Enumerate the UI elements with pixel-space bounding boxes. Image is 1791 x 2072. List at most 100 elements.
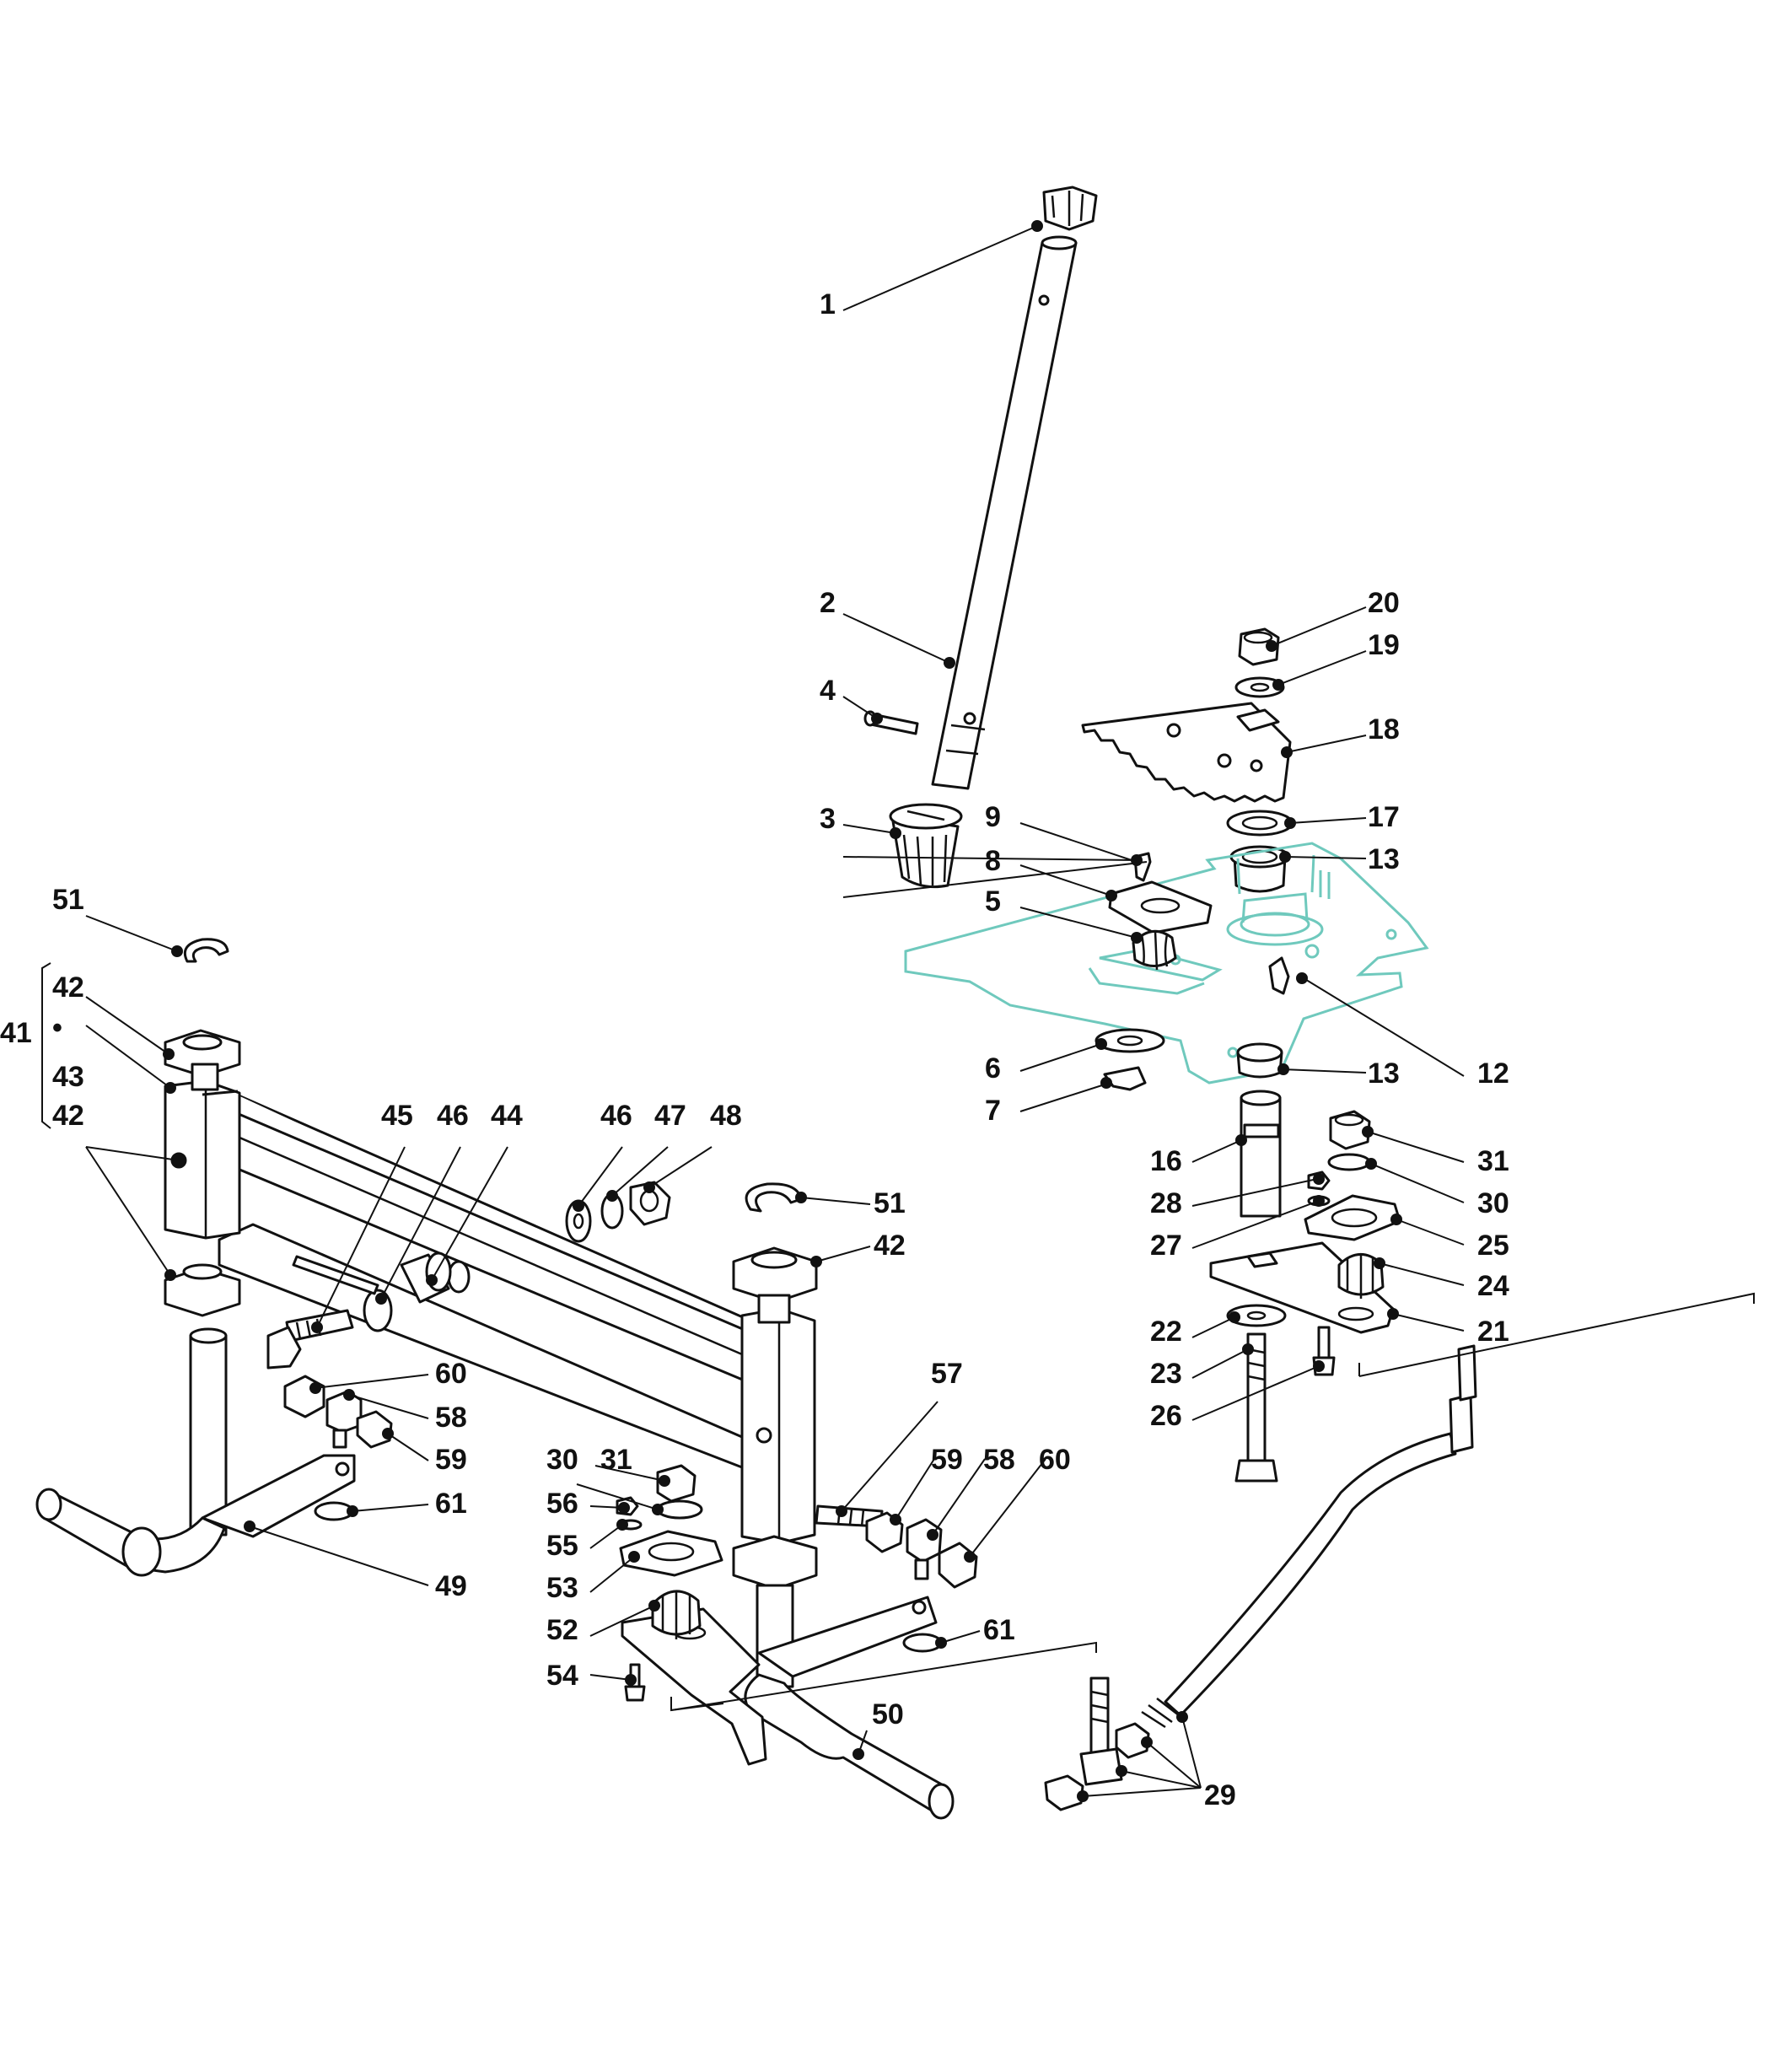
leader-lines — [85, 220, 1465, 1802]
nut-60-left — [283, 1375, 325, 1418]
label-41-bullet: • — [52, 1012, 62, 1044]
label-20: 20 — [1368, 587, 1400, 619]
nut-48 — [629, 1181, 671, 1226]
label-29: 29 — [1204, 1779, 1236, 1811]
plate-8 — [1108, 880, 1213, 934]
linkage-lower-right-group — [1209, 1110, 1401, 1483]
spindle-50 — [744, 1673, 949, 1815]
label-23: 23 — [1150, 1358, 1182, 1390]
sector-gear-group — [1081, 627, 1294, 893]
label-42-bottom-left: 42 — [52, 1100, 84, 1132]
label-21: 21 — [1477, 1316, 1509, 1348]
linkage-upper-group — [1094, 852, 1290, 1218]
label-30-right: 30 — [1477, 1187, 1509, 1219]
label-52: 52 — [546, 1614, 578, 1646]
label-57: 57 — [931, 1358, 963, 1390]
label-2: 2 — [820, 587, 836, 619]
label-16: 16 — [1150, 1145, 1182, 1177]
label-13-upper: 13 — [1368, 843, 1400, 875]
bush-cap-42-top-right — [732, 1246, 818, 1324]
label-1: 1 — [820, 288, 836, 320]
washer-30-left — [656, 1499, 703, 1520]
label-6: 6 — [985, 1052, 1001, 1084]
spindle-49 — [42, 1491, 226, 1574]
nut-60-right — [938, 1542, 978, 1589]
label-58-left: 58 — [435, 1402, 467, 1434]
steering-column-group — [863, 186, 1098, 889]
label-47: 47 — [654, 1100, 686, 1132]
nut-31-left — [656, 1464, 696, 1503]
ball-joint-58-left — [325, 1390, 363, 1449]
label-46-left: 46 — [437, 1100, 469, 1132]
ball-joint-52 — [651, 1590, 702, 1639]
bolt-45 — [266, 1309, 354, 1370]
steering-pinion — [889, 803, 963, 889]
nut-31-right — [1329, 1110, 1371, 1150]
label-13-lower: 13 — [1368, 1058, 1400, 1090]
label-54: 54 — [546, 1660, 578, 1692]
label-30-left: 30 — [546, 1444, 578, 1476]
label-59-right: 59 — [931, 1444, 963, 1476]
steering-shaft — [931, 241, 1078, 790]
pivot-pin-16 — [1240, 1090, 1282, 1218]
label-31-left: 31 — [600, 1444, 632, 1476]
bushing-13-lower — [1236, 1042, 1283, 1079]
steering-sector — [1081, 702, 1292, 803]
left-stub-axle — [35, 1327, 393, 1577]
label-5: 5 — [985, 885, 1001, 918]
label-19: 19 — [1368, 629, 1400, 661]
bush-cap-42-bottom-right — [732, 1535, 818, 1590]
washer-17 — [1226, 810, 1294, 837]
washer-30-right — [1327, 1153, 1371, 1171]
ball-joint-5 — [1132, 929, 1177, 971]
label-42-top-right: 42 — [874, 1230, 906, 1262]
washer-6 — [1094, 1028, 1165, 1053]
label-17: 17 — [1368, 801, 1400, 833]
label-51-right: 51 — [874, 1187, 906, 1219]
bush-cap-42-top-left — [164, 1029, 241, 1091]
label-42-top-left: 42 — [52, 971, 84, 1004]
label-22: 22 — [1150, 1316, 1182, 1348]
bushing-13-upper — [1229, 845, 1290, 893]
label-28: 28 — [1150, 1187, 1182, 1219]
label-12: 12 — [1477, 1058, 1509, 1090]
bush-cap-42-bottom-left — [164, 1263, 241, 1317]
label-53: 53 — [546, 1572, 578, 1604]
label-58-right: 58 — [983, 1444, 1015, 1476]
label-41: 41 — [0, 1017, 32, 1049]
chassis-plate — [904, 842, 1429, 1084]
callout-labels: 1 2 4 3 9 8 5 6 7 20 19 18 17 13 12 13 1… — [0, 288, 1509, 1811]
circlip-51-right — [745, 1182, 803, 1213]
front-axle-group — [164, 938, 884, 1590]
label-18: 18 — [1368, 713, 1400, 745]
circlip-51-left — [183, 938, 229, 963]
label-61-right: 61 — [983, 1614, 1015, 1646]
tie-rod — [1044, 1292, 1755, 1811]
label-51-left: 51 — [52, 884, 84, 916]
tie-rod-end-29 — [1044, 1676, 1150, 1811]
label-45: 45 — [381, 1100, 413, 1132]
label-60-right: 60 — [1039, 1444, 1071, 1476]
label-26: 26 — [1150, 1400, 1182, 1432]
label-7: 7 — [985, 1095, 1001, 1127]
label-9: 9 — [985, 801, 1001, 833]
label-3: 3 — [820, 803, 836, 835]
label-25: 25 — [1477, 1230, 1509, 1262]
label-55: 55 — [546, 1530, 578, 1562]
nut-20 — [1238, 627, 1280, 666]
label-43: 43 — [52, 1061, 84, 1093]
label-48: 48 — [710, 1100, 742, 1132]
label-4: 4 — [820, 675, 836, 707]
label-50: 50 — [872, 1698, 904, 1730]
bolt-23 — [1234, 1332, 1278, 1483]
label-31-right: 31 — [1477, 1145, 1509, 1177]
label-61-left: 61 — [435, 1488, 467, 1520]
label-49: 49 — [435, 1570, 467, 1602]
label-46-right: 46 — [600, 1100, 632, 1132]
lever-lower-right-axle — [621, 1607, 767, 1766]
label-56: 56 — [546, 1488, 578, 1520]
label-8: 8 — [985, 845, 1001, 877]
label-27: 27 — [1150, 1230, 1182, 1262]
ball-joint-24 — [1337, 1253, 1385, 1299]
